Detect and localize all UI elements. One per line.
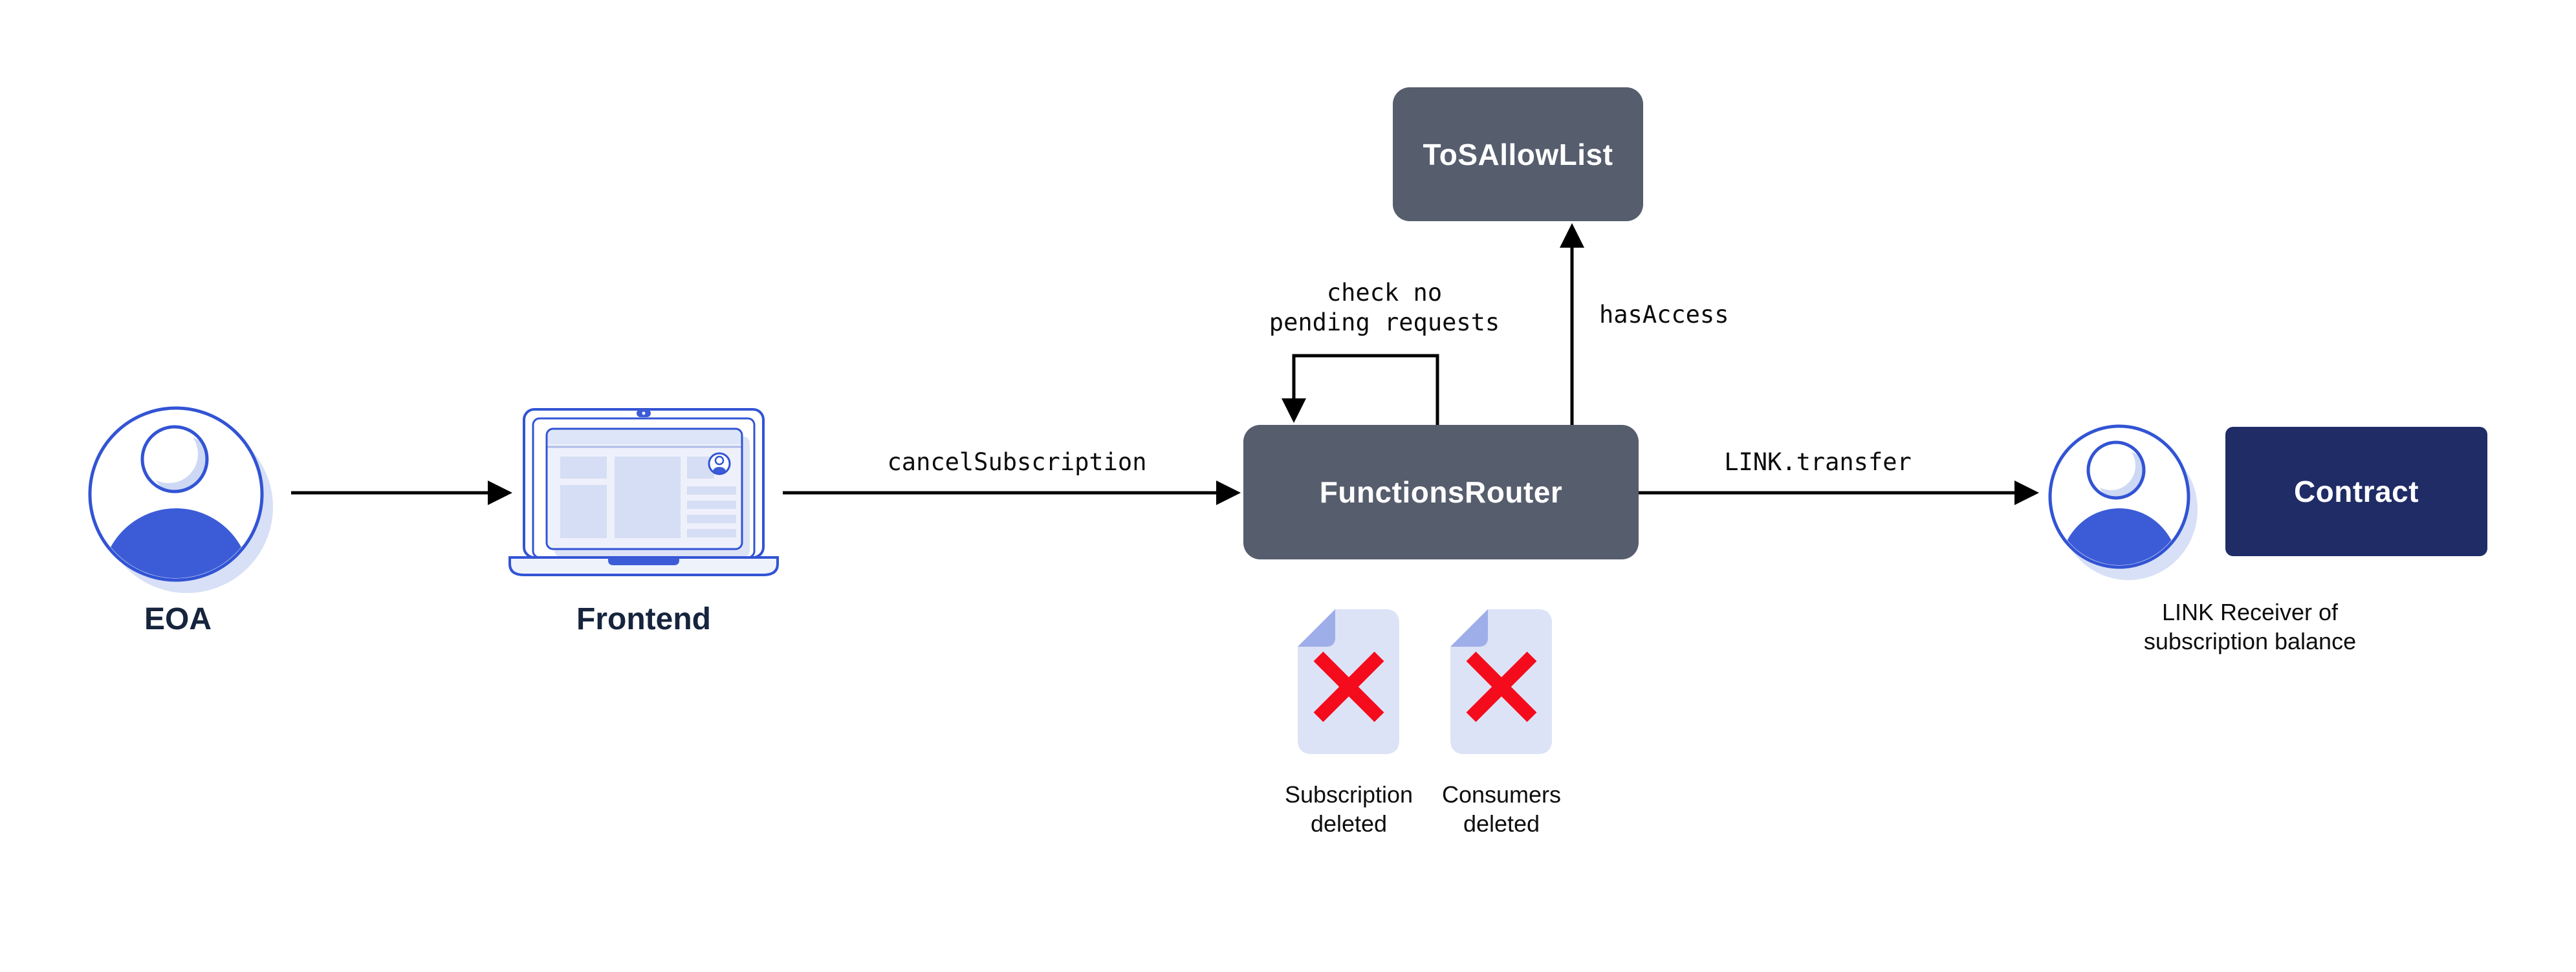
laptop-icon [508,408,779,576]
edge-label-has-access: hasAccess [1599,301,1729,329]
node-contract: Contract [2225,427,2487,556]
x-icon [1466,651,1537,722]
document-x-icon [1298,609,1399,754]
arrow-router-self-loop [1282,354,1439,425]
node-tosallowlist: ToSAllowList [1393,87,1643,221]
tosallowlist-label: ToSAllowList [1423,137,1613,171]
arrow-router-to-receiver [1639,481,2039,505]
arrow-router-to-tosallowlist [1560,223,1584,425]
contract-label: Contract [2293,475,2419,508]
functions-router-label: FunctionsRouter [1319,475,1563,509]
user-icon [2048,424,2198,580]
edge-label-cancel-subscription: cancelSubscription [887,448,1147,476]
frontend-label: Frontend [576,602,711,636]
eoa-label: EOA [144,602,212,636]
edge-label-link-transfer: LINK.transfer [1724,448,1912,476]
avatar-badge-icon [708,452,731,475]
document-x-icon [1450,609,1552,754]
node-functions-router: FunctionsRouter [1243,425,1639,559]
arrow-frontend-to-router [783,481,1241,505]
x-icon [1313,651,1384,722]
user-icon [88,406,273,593]
consumers-deleted-caption: Consumers deleted [1441,781,1562,837]
arrow-eoa-to-frontend [291,481,512,505]
subscription-deleted-caption: Subscription deleted [1284,781,1414,837]
edge-label-check-no-pending: check no pending requests [1269,279,1500,336]
link-receiver-caption: LINK Receiver of subscription balance [2143,599,2357,654]
